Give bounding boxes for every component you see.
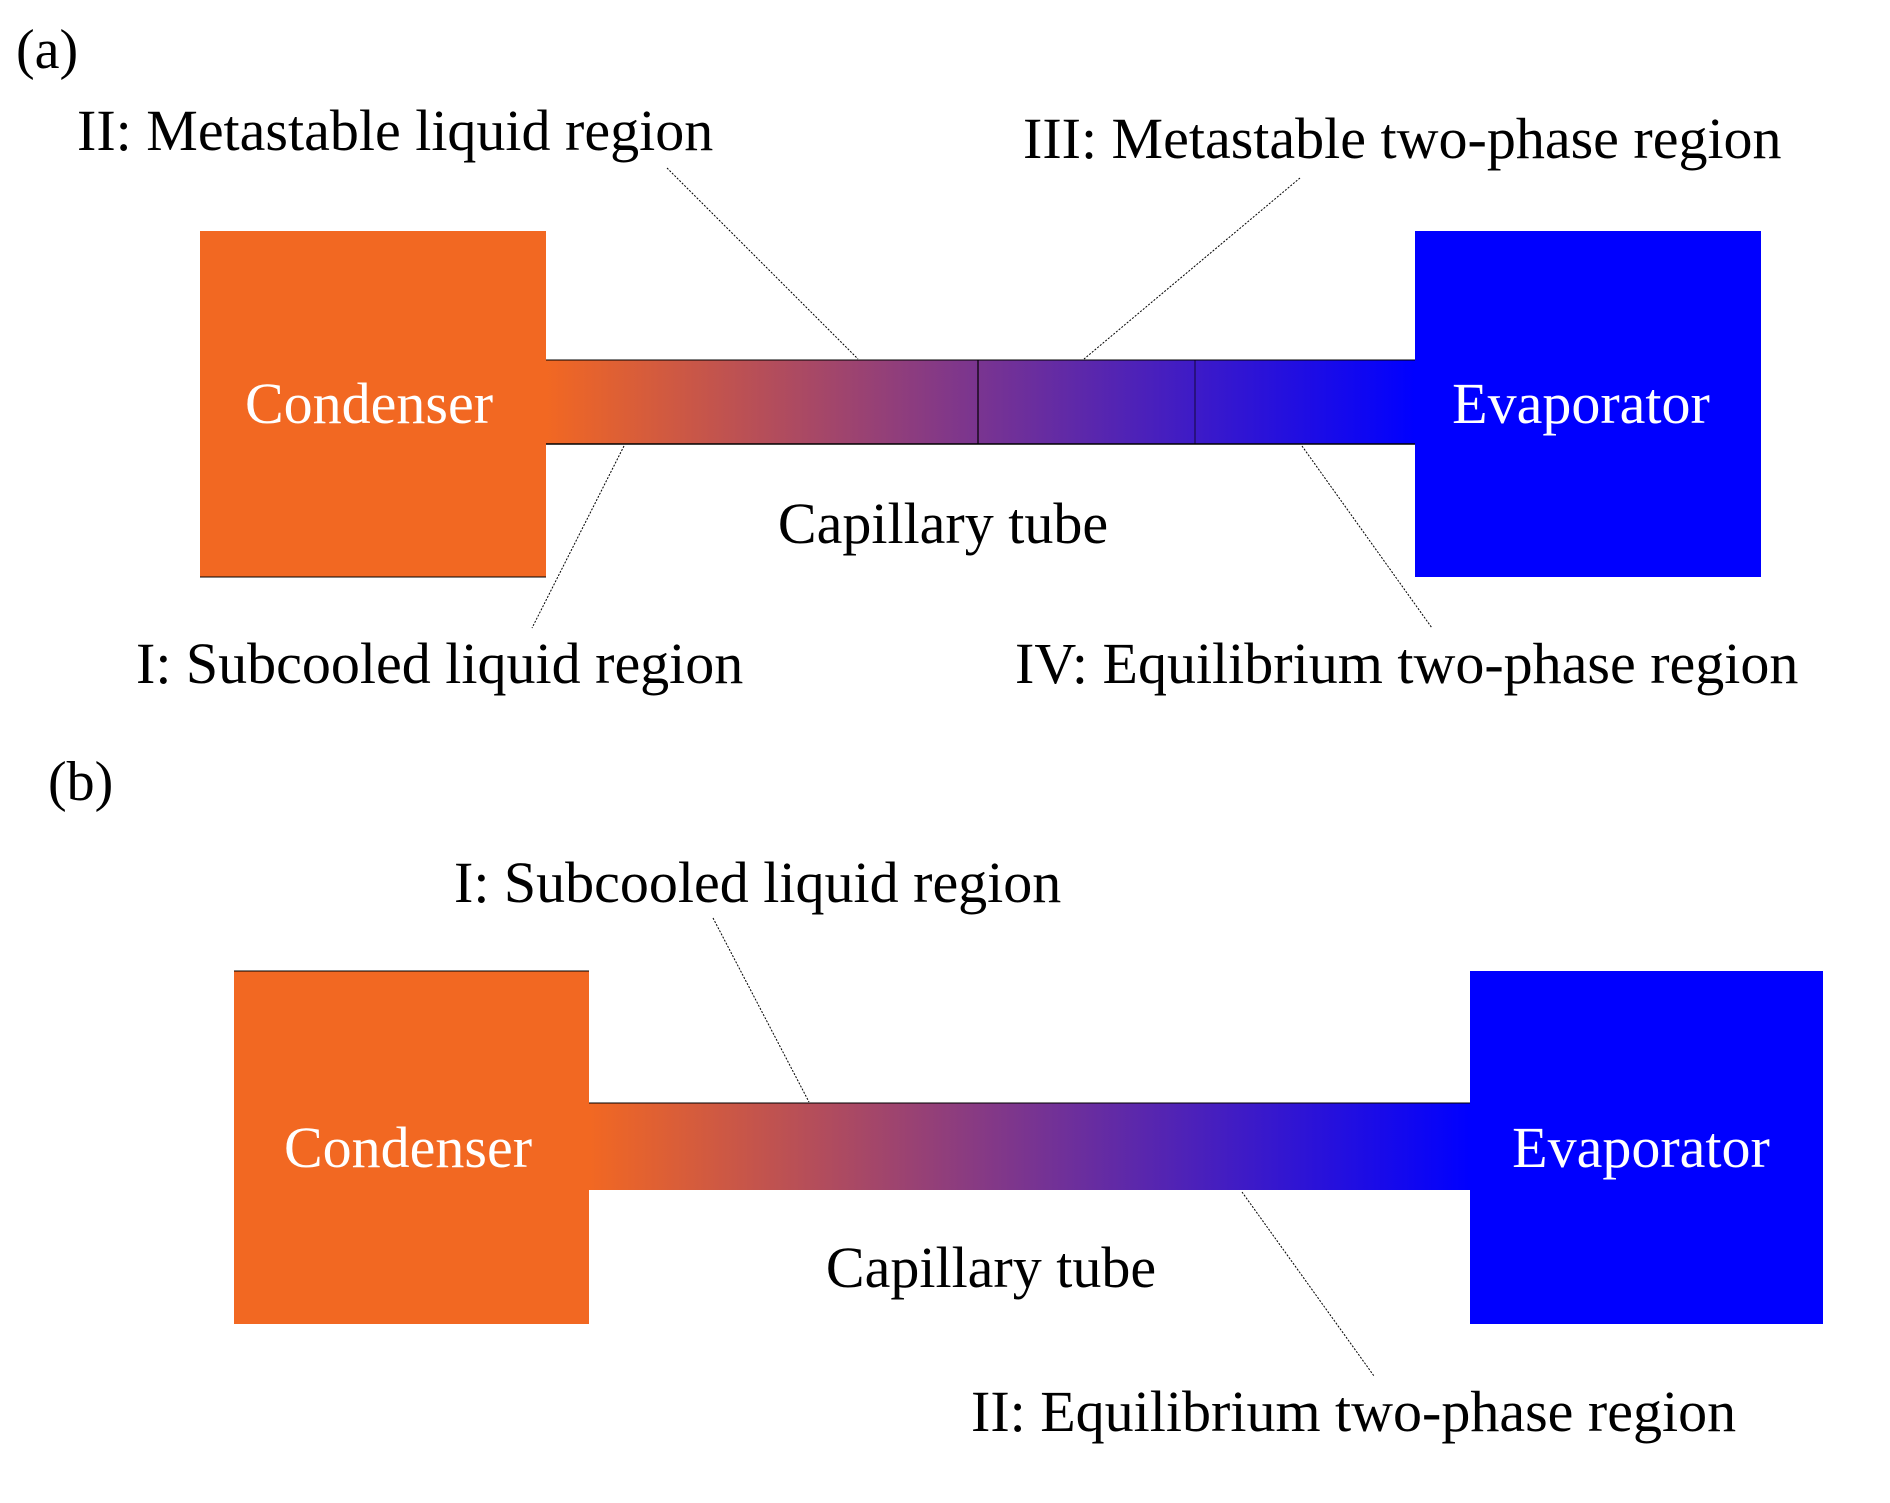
region-label-equilibrium-two-phase-b: II: Equilibrium two-phase region bbox=[971, 1379, 1736, 1444]
capillary-tube-label-b: Capillary tube bbox=[826, 1235, 1156, 1300]
panel-label-b: (b) bbox=[48, 751, 113, 813]
capillary-tube-label-a: Capillary tube bbox=[778, 491, 1108, 556]
capillary-tube-a bbox=[546, 360, 1415, 444]
leader-line-subcooled-liquid-a bbox=[531, 445, 625, 629]
condenser-label-a: Condenser bbox=[245, 371, 493, 436]
panel-b: (b) Condenser Evaporator Capillary tube … bbox=[48, 751, 1823, 1444]
panel-label-a: (a) bbox=[16, 19, 78, 81]
evaporator-label-a: Evaporator bbox=[1452, 371, 1710, 436]
region-label-metastable-two-phase: III: Metastable two-phase region bbox=[1023, 106, 1782, 171]
condenser-box-b bbox=[234, 971, 589, 1324]
evaporator-label-b: Evaporator bbox=[1512, 1115, 1770, 1180]
capillary-tube-b bbox=[589, 1103, 1470, 1190]
region-label-metastable-liquid: II: Metastable liquid region bbox=[77, 98, 713, 163]
region-label-equilibrium-two-phase-a: IV: Equilibrium two-phase region bbox=[1015, 631, 1798, 696]
region-label-subcooled-liquid-b: I: Subcooled liquid region bbox=[454, 850, 1061, 915]
leader-line-equilibrium-two-phase-b bbox=[1241, 1191, 1375, 1377]
leader-line-metastable-two-phase bbox=[1083, 177, 1301, 360]
condenser-label-b: Condenser bbox=[284, 1115, 532, 1180]
evaporator-box-a bbox=[1415, 231, 1761, 577]
region-label-subcooled-liquid-a: I: Subcooled liquid region bbox=[136, 631, 743, 696]
evaporator-box-b bbox=[1470, 971, 1823, 1324]
condenser-box-a bbox=[200, 231, 546, 577]
leader-line-metastable-liquid bbox=[666, 167, 859, 360]
leader-line-equilibrium-two-phase-a bbox=[1301, 445, 1433, 629]
panel-a: (a) Condenser Evaporator Capillary tube … bbox=[16, 19, 1798, 696]
leader-line-subcooled-liquid-b bbox=[712, 917, 810, 1103]
